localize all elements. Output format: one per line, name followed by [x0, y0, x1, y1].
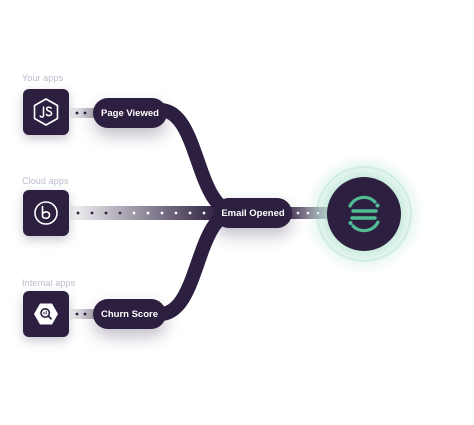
- app-tile-cloud-apps[interactable]: [23, 190, 69, 236]
- event-churn-score[interactable]: Churn Score: [93, 299, 166, 329]
- cloud-app-b-icon: [34, 201, 58, 225]
- flow-dots: [75, 111, 320, 316]
- bigquery-icon: [34, 303, 58, 325]
- app-tile-your-apps[interactable]: [23, 89, 69, 135]
- label-cloud-apps: Cloud apps: [22, 176, 69, 186]
- segment-hub[interactable]: [327, 177, 401, 251]
- branch-page-viewed: [153, 103, 242, 219]
- event-email-opened-label: Email Opened: [221, 207, 285, 219]
- app-tile-internal-apps[interactable]: [23, 291, 69, 337]
- event-page-viewed-label: Page Viewed: [101, 107, 159, 119]
- segment-logo-icon: [348, 195, 380, 233]
- nodejs-icon: [33, 98, 59, 126]
- label-internal-apps: Internal apps: [22, 278, 76, 288]
- connector-cloud-apps: [70, 206, 220, 220]
- label-your-apps: Your apps: [22, 73, 64, 83]
- event-page-viewed[interactable]: Page Viewed: [93, 98, 167, 128]
- event-churn-score-label: Churn Score: [100, 308, 158, 320]
- event-email-opened[interactable]: Email Opened: [214, 198, 292, 228]
